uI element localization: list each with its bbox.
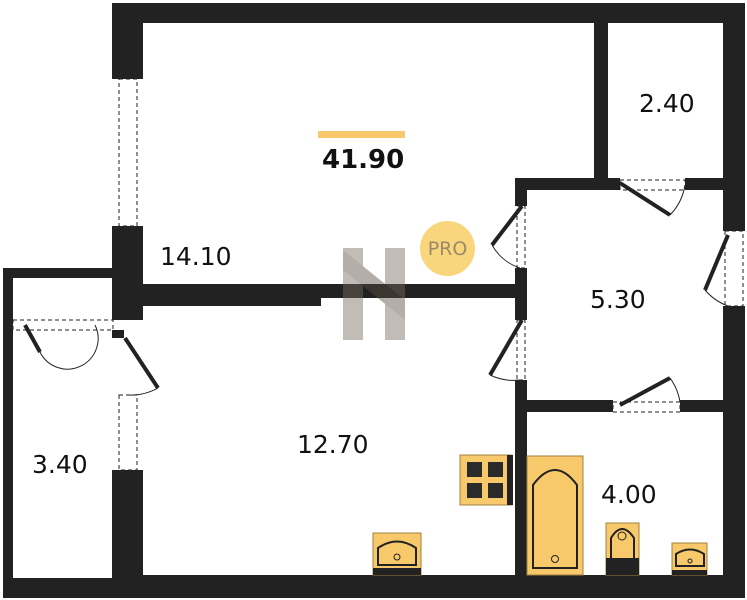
- room-area-storage: 2.40: [639, 89, 695, 118]
- room-area-living: 14.10: [160, 242, 232, 271]
- balcony-outline: [3, 268, 112, 598]
- room-area-kitchen: 12.70: [297, 430, 369, 459]
- total-area-bar: [318, 131, 405, 138]
- room-area-bathroom: 4.00: [601, 480, 657, 509]
- bathtub: [526, 455, 584, 576]
- kitchen-sink: [372, 532, 422, 576]
- total-area: 41.90: [322, 145, 405, 175]
- walls: [112, 3, 745, 598]
- toilet: [605, 522, 640, 576]
- watermark-logo: [343, 248, 405, 340]
- pro-badge: PRO: [420, 221, 475, 276]
- doors: [23, 181, 730, 407]
- bathroom-sink: [671, 542, 708, 576]
- pro-badge-text: PRO: [427, 237, 468, 260]
- room-area-hallway: 5.30: [590, 285, 646, 314]
- kitchen-stove: [459, 454, 513, 506]
- room-area-balcony: 3.40: [32, 450, 88, 479]
